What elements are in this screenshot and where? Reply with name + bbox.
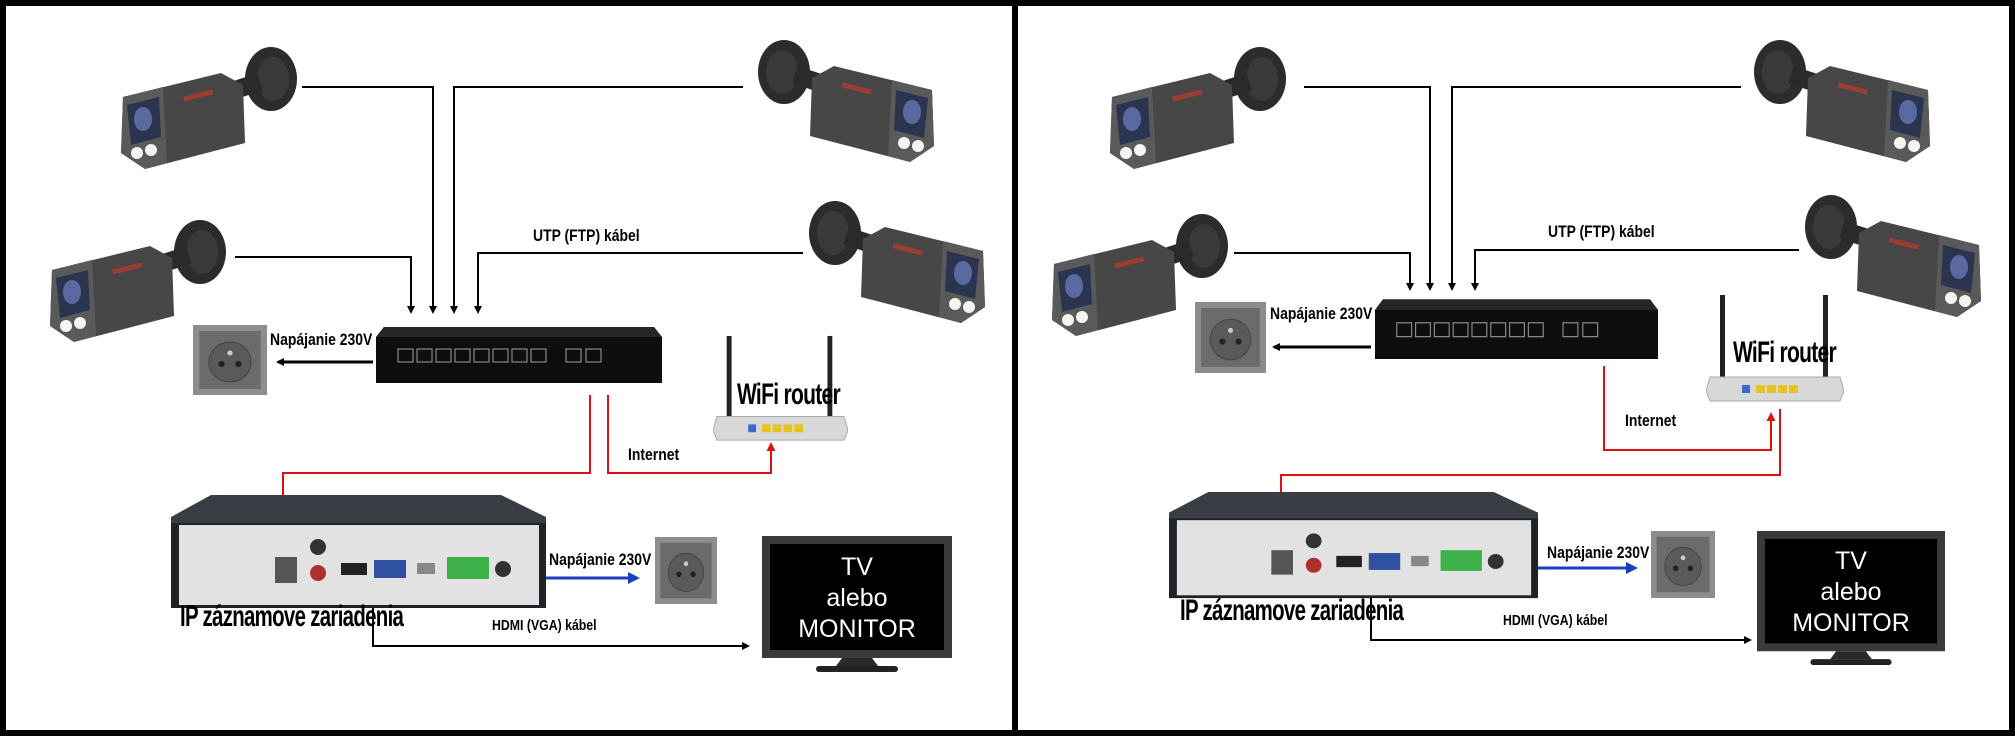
hdmi-cable: [372, 594, 750, 650]
switch-power-label: Napájanie 230V: [270, 330, 373, 349]
tv-line: TV: [841, 553, 873, 581]
switch-power-label: Napájanie 230V: [1270, 304, 1373, 323]
tv-line: alebo: [1820, 578, 1882, 606]
router-label: WiFi router: [737, 378, 841, 411]
utp-cable-camera-4: [1471, 249, 1799, 291]
hdmi-cable-label: HDMI (VGA) kábel: [492, 617, 597, 634]
nvr-label: IP záznamove zariadenia: [1180, 594, 1404, 627]
wall-socket-nvr: [1651, 531, 1715, 598]
bullet-camera-icon: [50, 220, 226, 342]
network-cable-switch-router: [607, 395, 776, 474]
wall-socket-icon: [193, 325, 267, 395]
poe-switch-icon: [376, 327, 662, 383]
utp-cable-camera-3: [1234, 252, 1414, 291]
tv-monitor-icon: [762, 536, 952, 672]
poe-switch: [376, 321, 662, 383]
bullet-camera-icon: [1110, 47, 1286, 169]
nvr-recorder-icon: [171, 495, 546, 608]
wifi-router-icon: [1706, 295, 1844, 402]
tv-line: MONITOR: [1792, 609, 1910, 637]
tv-monitor: TV alebo MONITOR: [1757, 531, 1945, 669]
wall-socket-icon: [1195, 302, 1266, 373]
wall-socket-switch: [1195, 302, 1266, 373]
wall-socket-icon: [655, 537, 717, 604]
bullet-camera-icon: [809, 201, 985, 323]
internet-label: Internet: [628, 445, 680, 464]
hdmi-cable-label: HDMI (VGA) kábel: [1503, 612, 1608, 629]
camera-1: [103, 45, 303, 173]
bullet-camera-icon: [1754, 40, 1930, 162]
tv-monitor-icon: [1757, 531, 1945, 666]
camera-3: [32, 218, 232, 346]
nvr-label: IP záznamove zariadenia: [180, 600, 404, 633]
panel-divider: [1012, 0, 1018, 736]
tv-screen-text: TV alebo MONITOR: [762, 552, 952, 645]
wifi-router-icon: [713, 335, 848, 441]
utp-cable-camera-2: [1448, 86, 1741, 291]
tv-monitor: TV alebo MONITOR: [762, 536, 952, 676]
camera-2: [1748, 38, 1948, 166]
tv-line: alebo: [826, 584, 888, 612]
internet-label: Internet: [1625, 411, 1677, 430]
nvr-recorder: [171, 495, 546, 610]
tv-line: TV: [1835, 547, 1867, 575]
bullet-camera-icon: [1052, 214, 1228, 336]
poe-switch-icon: [1375, 299, 1658, 359]
tv-line: MONITOR: [798, 615, 916, 643]
utp-cable-label: UTP (FTP) kábel: [1548, 222, 1655, 241]
utp-cable-camera-1: [1304, 86, 1434, 291]
network-cable-switch-router: [1603, 366, 1776, 451]
bullet-camera-icon: [1805, 195, 1981, 317]
wifi-router: [1706, 293, 1844, 405]
utp-cable-camera-3: [235, 256, 415, 314]
nvr-power-label: Napájanie 230V: [549, 550, 652, 569]
utp-cable-camera-4: [474, 252, 803, 314]
utp-cable-label: UTP (FTP) kábel: [533, 226, 640, 245]
camera-3: [1034, 212, 1234, 340]
nvr-recorder: [1169, 492, 1538, 600]
camera-4: [803, 199, 1003, 327]
nvr-recorder-icon: [1169, 492, 1538, 599]
router-label: WiFi router: [1733, 336, 1837, 369]
wall-socket-icon: [1651, 531, 1715, 598]
utp-cable-camera-1: [302, 86, 437, 314]
bullet-camera-icon: [121, 47, 297, 169]
camera-2: [752, 38, 952, 166]
utp-cable-camera-2: [450, 86, 743, 314]
tv-screen-text: TV alebo MONITOR: [1757, 546, 1945, 639]
camera-1: [1092, 45, 1292, 173]
bullet-camera-icon: [758, 40, 934, 162]
wall-socket-nvr: [655, 537, 717, 604]
poe-switch: [1375, 293, 1658, 359]
nvr-power-label: Napájanie 230V: [1547, 543, 1650, 562]
wifi-router: [713, 334, 848, 444]
wall-socket-switch: [193, 325, 267, 395]
hdmi-cable: [1370, 594, 1752, 644]
camera-4: [1799, 193, 1999, 321]
